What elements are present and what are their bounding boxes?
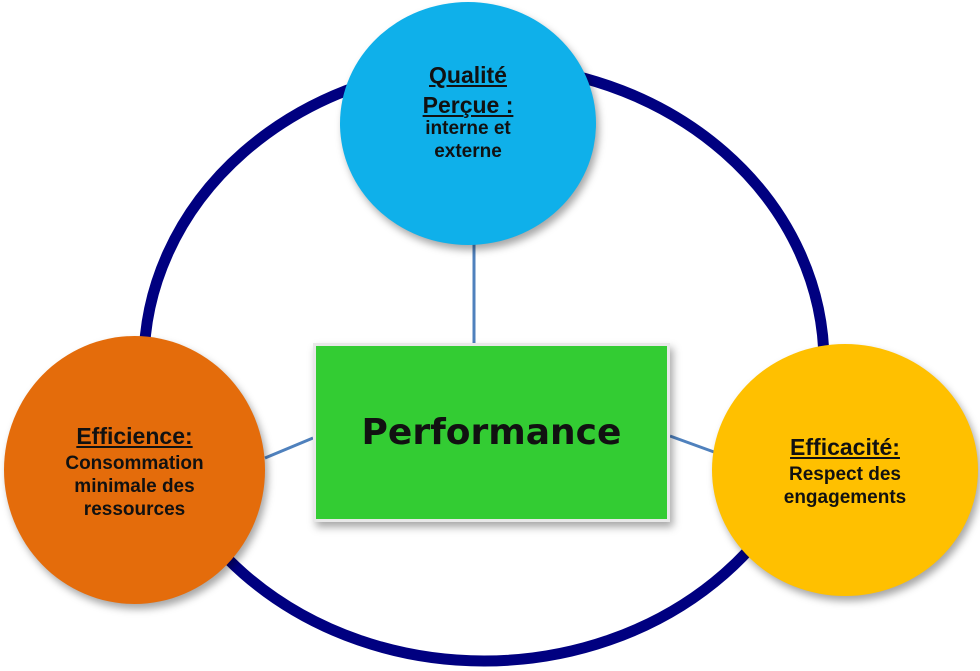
performance-label: Performance — [361, 412, 622, 453]
efficacite-description: Respect des engagements — [783, 464, 907, 509]
connector-left — [264, 436, 314, 460]
qualite-description: interne et externe — [425, 117, 511, 162]
connector-right — [669, 434, 715, 454]
efficacite-title: Efficacité: — [790, 433, 900, 460]
efficience-title: Efficience: — [76, 422, 193, 449]
qualite-percue-node: Qualité Perçue : interne et externe — [340, 2, 596, 245]
performance-box: Performance — [313, 343, 670, 522]
qualite-title-line2: Perçue : — [422, 91, 514, 118]
efficacite-node: Efficacité: Respect des engagements — [712, 344, 978, 596]
efficience-node: Efficience: Consommation minimale des re… — [4, 336, 265, 604]
qualite-title-line1: Qualité — [429, 62, 507, 88]
efficience-description: Consommation minimale des ressources — [65, 453, 204, 520]
